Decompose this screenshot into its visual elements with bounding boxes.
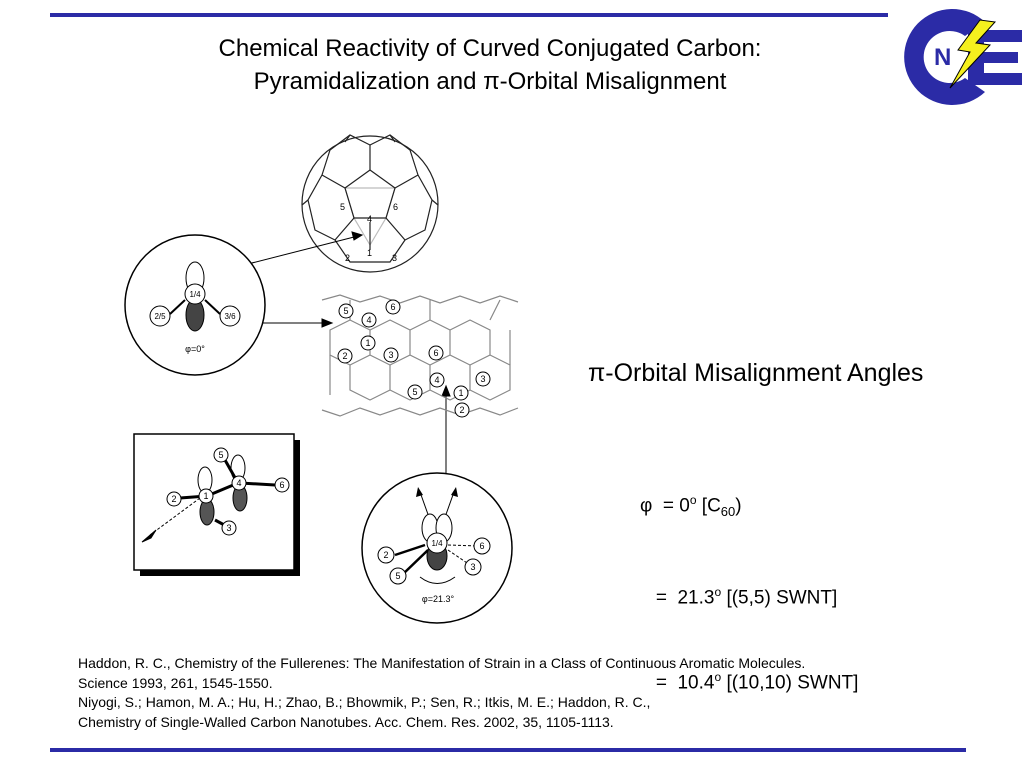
formula-line-c60: φ = 0o [C60)	[640, 493, 742, 520]
fullerene-label-3: 3	[392, 253, 397, 263]
formula-line-55: = 21.3o [(5,5) SWNT]	[640, 584, 838, 608]
box-atom-3: 3	[226, 523, 231, 533]
tube-atom: 5	[407, 384, 423, 400]
circle2-angle-label: φ=21.3°	[422, 594, 455, 604]
tube-atom: 1	[360, 335, 376, 351]
svg-text:N: N	[934, 44, 951, 71]
svg-text:6: 6	[433, 348, 438, 358]
references: Haddon, R. C., Chemistry of the Fulleren…	[78, 654, 805, 732]
reference-line: Chemistry of Single-Walled Carbon Nanotu…	[78, 713, 614, 730]
tube-atom: 6	[428, 345, 444, 361]
svg-text:4: 4	[366, 315, 371, 325]
bottom-rule	[50, 748, 966, 752]
slide-title: Chemical Reactivity of Curved Conjugated…	[120, 32, 860, 98]
tube-atom: 4	[361, 312, 377, 328]
top-rule	[50, 13, 888, 17]
circle2-atom-3: 3	[470, 562, 475, 572]
formula-line-1010: = 10.4o [(10,10) SWNT]	[640, 670, 859, 694]
misalignment-heading: π-Orbital Misalignment Angles	[588, 359, 924, 387]
circle2-atom-5: 5	[395, 571, 400, 581]
tube-atom: 1	[453, 385, 469, 401]
orbital-circle-phi-0: 1/4 2/5 3/6 φ=0°	[124, 234, 266, 376]
box-atom-5: 5	[218, 450, 223, 460]
svg-text:6: 6	[390, 302, 395, 312]
connector-arrows	[243, 231, 451, 478]
circle1-angle-label: φ=0°	[185, 344, 205, 354]
fullerene-label-5: 5	[340, 202, 345, 212]
svg-text:2: 2	[459, 405, 464, 415]
tube-atom: 5	[338, 303, 354, 319]
cne-logo: N	[904, 9, 1022, 105]
reference-line: Science 1993, 261, 1545-1550.	[78, 674, 273, 691]
fullerene-label-1: 1	[367, 248, 372, 258]
box-atom-1: 1	[203, 491, 208, 501]
c60-fullerene-diagram: 5 6 4 1 2 3	[301, 134, 439, 273]
circle1-center-label: 1/4	[189, 290, 201, 299]
tube-atom: 4	[429, 372, 445, 388]
box-atom-2: 2	[171, 494, 176, 504]
reference-line: Niyogi, S.; Hamon, M. A.; Hu, H.; Zhao, …	[78, 694, 651, 710]
title-line-1: Chemical Reactivity of Curved Conjugated…	[218, 35, 762, 62]
pyramidalization-box-diagram: 1 2 3 4 5 6	[133, 433, 300, 576]
svg-text:2: 2	[342, 351, 347, 361]
circle2-atom-2: 2	[383, 550, 388, 560]
svg-text:3: 3	[388, 350, 393, 360]
orbital-circle-phi-21: 1/4 2 5 3 6 φ=21.3°	[361, 472, 513, 624]
circle1-left-label: 2/5	[154, 312, 166, 321]
circle2-atom-6: 6	[479, 541, 484, 551]
svg-text:5: 5	[343, 306, 348, 316]
circle2-center-label: 1/4	[431, 539, 443, 548]
tube-atom: 2	[454, 402, 470, 418]
misalignment-formula: φ = 0o [C60) = 21.3o [(5,5) SWNT] = 10.4…	[640, 434, 858, 724]
tube-atom: 2	[337, 348, 353, 364]
svg-text:3: 3	[480, 374, 485, 384]
box-atom-4: 4	[236, 478, 241, 488]
tube-atom: 3	[383, 347, 399, 363]
reference-line: Haddon, R. C., Chemistry of the Fulleren…	[78, 655, 806, 671]
svg-text:5: 5	[412, 387, 417, 397]
tube-atom: 6	[385, 299, 401, 315]
tube-atom: 3	[475, 371, 491, 387]
title-line-2: Pyramidalization and π-Orbital Misalignm…	[253, 68, 727, 95]
box-atom-6: 6	[279, 480, 284, 490]
circle1-right-label: 3/6	[224, 312, 236, 321]
fullerene-label-4: 4	[367, 214, 372, 224]
fullerene-label-6: 6	[393, 202, 398, 212]
svg-text:1: 1	[365, 338, 370, 348]
fullerene-label-2: 2	[345, 253, 350, 263]
svg-text:4: 4	[434, 375, 439, 385]
nanotube-atom-labels: 5 6 4 1 2 3 6 4 1 3 5 2	[337, 299, 491, 418]
svg-text:1: 1	[458, 388, 463, 398]
